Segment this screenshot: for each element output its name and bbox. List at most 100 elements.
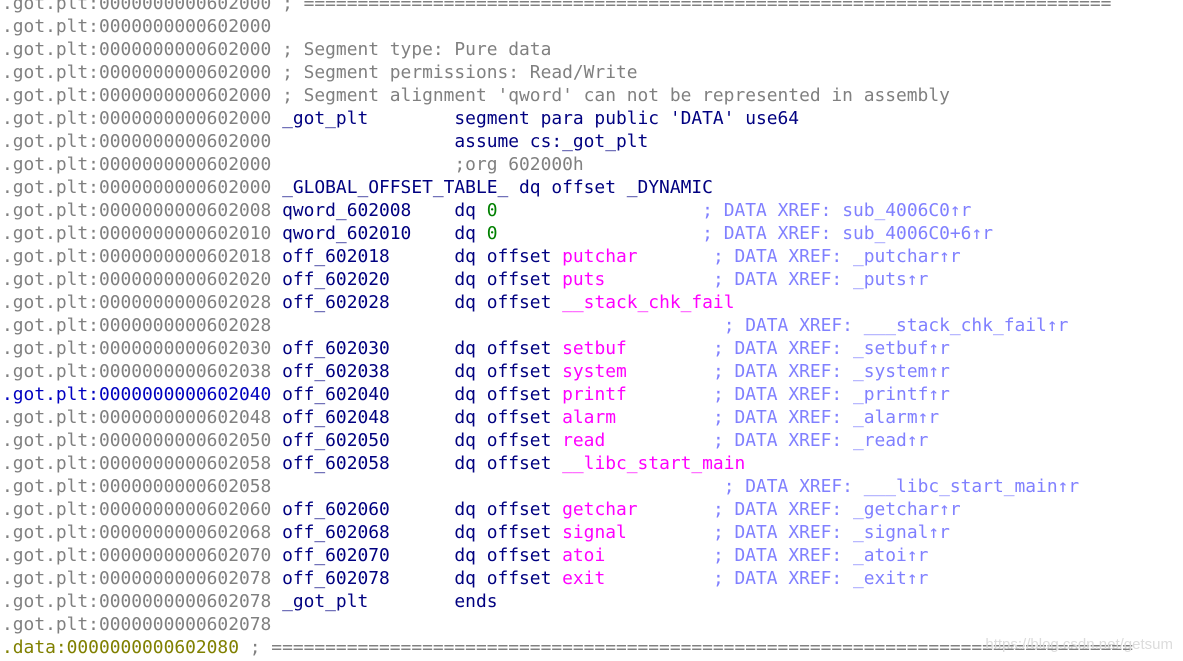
- import-name[interactable]: getchar: [562, 499, 638, 520]
- listing-line[interactable]: .got.plt:0000000000602078 _got_plt ends: [2, 590, 1183, 613]
- listing-line[interactable]: .got.plt:0000000000602038 off_602038 dq …: [2, 360, 1183, 383]
- segment-address: .got.plt:0000000000602050: [2, 430, 272, 451]
- symbol-label[interactable]: off_602070: [282, 545, 455, 566]
- xref-comment[interactable]: ; DATA XREF: ___libc_start_main↑r: [723, 476, 1080, 497]
- listing-line[interactable]: .got.plt:0000000000602000 _got_plt segme…: [2, 107, 1183, 130]
- separator: [271, 407, 282, 428]
- instruction: dq offset: [454, 384, 563, 405]
- listing-line[interactable]: .got.plt:0000000000602000: [2, 15, 1183, 38]
- xref-comment[interactable]: ; DATA XREF: _printf↑r: [712, 384, 950, 405]
- import-name[interactable]: atoi: [562, 545, 606, 566]
- listing-line[interactable]: .got.plt:0000000000602050 off_602050 dq …: [2, 429, 1183, 452]
- separator: [271, 315, 282, 336]
- padding: [627, 522, 713, 543]
- separator: [271, 499, 282, 520]
- listing-line[interactable]: .got.plt:0000000000602028 ; DATA XREF: _…: [2, 314, 1183, 337]
- listing-line[interactable]: .got.plt:0000000000602000 ; Segment alig…: [2, 84, 1183, 107]
- symbol-label[interactable]: off_602078: [282, 568, 455, 589]
- import-name[interactable]: setbuf: [562, 338, 627, 359]
- symbol-label: [282, 131, 454, 152]
- listing-line[interactable]: .got.plt:0000000000602078 off_602078 dq …: [2, 567, 1183, 590]
- separator: [271, 200, 282, 221]
- symbol-label[interactable]: off_602020: [282, 269, 455, 290]
- xref-comment[interactable]: ; DATA XREF: _system↑r: [712, 361, 950, 382]
- import-name[interactable]: printf: [562, 384, 627, 405]
- import-name[interactable]: signal: [562, 522, 627, 543]
- xref-comment[interactable]: ; DATA XREF: _read↑r: [712, 430, 929, 451]
- listing-line[interactable]: .got.plt:0000000000602000 assume cs:_got…: [2, 130, 1183, 153]
- segment-address: .got.plt:0000000000602028: [2, 315, 272, 336]
- listing-line[interactable]: .data:0000000000602080 ; ===============…: [2, 636, 1183, 659]
- comment: ; ======================================…: [282, 0, 1112, 14]
- symbol-label[interactable]: off_602038: [282, 361, 455, 382]
- symbol-label[interactable]: qword_602010: [282, 223, 455, 244]
- listing-line[interactable]: .got.plt:0000000000602010 qword_602010 d…: [2, 222, 1183, 245]
- xref-comment[interactable]: ; DATA XREF: _atoi↑r: [712, 545, 929, 566]
- symbol-label[interactable]: off_602048: [282, 407, 455, 428]
- segment-address: .got.plt:0000000000602078: [2, 591, 272, 612]
- listing-line[interactable]: .got.plt:0000000000602048 off_602048 dq …: [2, 406, 1183, 429]
- symbol-label[interactable]: _got_plt: [282, 591, 455, 612]
- symbol-label[interactable]: _got_plt: [282, 108, 455, 129]
- xref-comment[interactable]: ; DATA XREF: _puts↑r: [712, 269, 929, 290]
- segment-address: .got.plt:0000000000602000: [2, 108, 272, 129]
- comment: ;org 602000h: [454, 154, 584, 175]
- listing-line[interactable]: .got.plt:0000000000602070 off_602070 dq …: [2, 544, 1183, 567]
- symbol-label[interactable]: qword_602008: [282, 200, 455, 221]
- symbol-label[interactable]: off_602058: [282, 453, 455, 474]
- instruction: dq: [454, 223, 487, 244]
- import-name[interactable]: read: [562, 430, 606, 451]
- segment-address: .got.plt:0000000000602058: [2, 476, 272, 497]
- listing-line[interactable]: .got.plt:0000000000602000 ; Segment perm…: [2, 61, 1183, 84]
- instruction: dq offset: [454, 407, 563, 428]
- import-name[interactable]: __stack_chk_fail: [562, 292, 735, 313]
- symbol-label[interactable]: off_602018: [282, 246, 455, 267]
- xref-comment[interactable]: ; DATA XREF: _getchar↑r: [712, 499, 961, 520]
- listing-line[interactable]: .got.plt:0000000000602000 _GLOBAL_OFFSET…: [2, 176, 1183, 199]
- symbol-label[interactable]: off_602060: [282, 499, 455, 520]
- comment: ; Segment type: Pure data: [282, 39, 552, 60]
- listing-line[interactable]: .got.plt:0000000000602078: [2, 613, 1183, 636]
- listing-line[interactable]: .got.plt:0000000000602020 off_602020 dq …: [2, 268, 1183, 291]
- import-name[interactable]: alarm: [562, 407, 616, 428]
- xref-comment[interactable]: ; DATA XREF: _signal↑r: [712, 522, 950, 543]
- listing-line[interactable]: .got.plt:0000000000602040 off_602040 dq …: [2, 383, 1183, 406]
- padding: [627, 361, 713, 382]
- listing-line[interactable]: .got.plt:0000000000602028 off_602028 dq …: [2, 291, 1183, 314]
- listing-line[interactable]: .got.plt:0000000000602018 off_602018 dq …: [2, 245, 1183, 268]
- listing-line[interactable]: .got.plt:0000000000602008 qword_602008 d…: [2, 199, 1183, 222]
- listing-line[interactable]: .got.plt:0000000000602000 ; ============…: [2, 0, 1183, 15]
- symbol-label[interactable]: off_602040: [282, 384, 455, 405]
- listing-line[interactable]: .got.plt:0000000000602058 off_602058 dq …: [2, 452, 1183, 475]
- separator: [271, 177, 282, 198]
- xref-comment[interactable]: ; DATA XREF: _putchar↑r: [712, 246, 961, 267]
- import-name[interactable]: exit: [562, 568, 606, 589]
- segment-address: .got.plt:0000000000602058: [2, 453, 272, 474]
- symbol-label[interactable]: off_602068: [282, 522, 455, 543]
- listing-line[interactable]: .got.plt:0000000000602060 off_602060 dq …: [2, 498, 1183, 521]
- xref-comment[interactable]: ; DATA XREF: sub_4006C0+6↑r: [702, 223, 993, 244]
- import-name[interactable]: __libc_start_main: [562, 453, 746, 474]
- xref-comment[interactable]: ; DATA XREF: _alarm↑r: [712, 407, 940, 428]
- symbol-label[interactable]: off_602050: [282, 430, 455, 451]
- segment-address: .got.plt:0000000000602078: [2, 614, 272, 635]
- import-name[interactable]: system: [562, 361, 627, 382]
- listing-line[interactable]: .got.plt:0000000000602000 ; Segment type…: [2, 38, 1183, 61]
- xref-comment[interactable]: ; DATA XREF: ___stack_chk_fail↑r: [723, 315, 1069, 336]
- xref-comment[interactable]: ; DATA XREF: sub_4006C0↑r: [702, 200, 972, 221]
- listing-line[interactable]: .got.plt:0000000000602030 off_602030 dq …: [2, 337, 1183, 360]
- import-name[interactable]: puts: [562, 269, 606, 290]
- listing-line[interactable]: .got.plt:0000000000602000 ;org 602000h: [2, 153, 1183, 176]
- symbol-label[interactable]: off_602028: [282, 292, 455, 313]
- listing-line[interactable]: .got.plt:0000000000602068 off_602068 dq …: [2, 521, 1183, 544]
- symbol-label[interactable]: _GLOBAL_OFFSET_TABLE_: [282, 177, 509, 198]
- instruction: dq offset: [454, 338, 563, 359]
- xref-comment[interactable]: ; DATA XREF: _exit↑r: [712, 568, 929, 589]
- xref-comment[interactable]: ; DATA XREF: _setbuf↑r: [712, 338, 950, 359]
- listing-line[interactable]: .got.plt:0000000000602058 ; DATA XREF: _…: [2, 475, 1183, 498]
- instruction: dq offset: [454, 522, 563, 543]
- import-name[interactable]: putchar: [562, 246, 638, 267]
- padding: [605, 545, 713, 566]
- symbol-label[interactable]: off_602030: [282, 338, 455, 359]
